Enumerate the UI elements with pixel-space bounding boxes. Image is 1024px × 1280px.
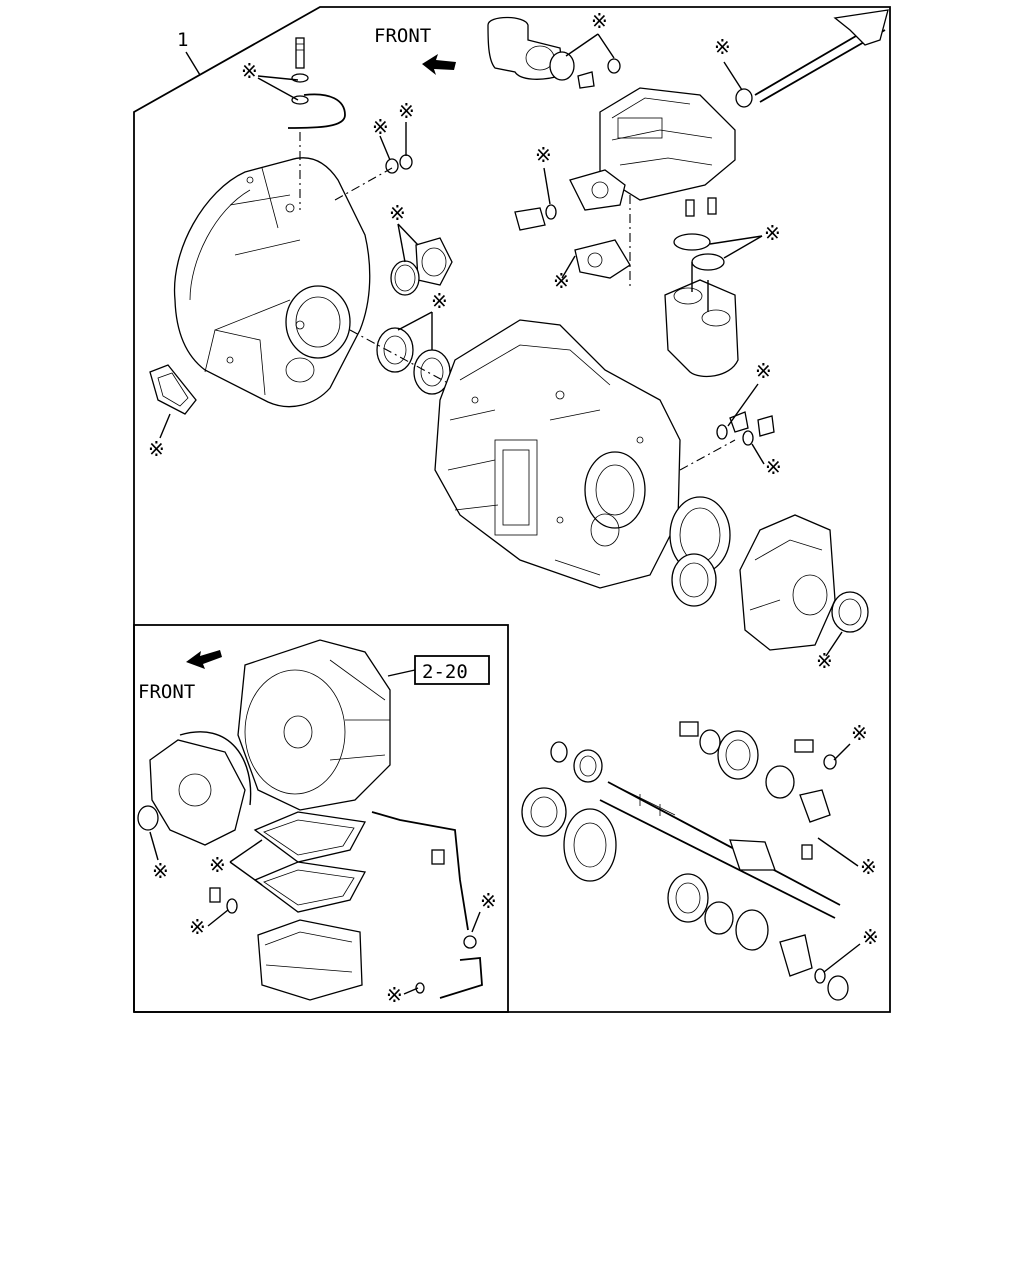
reference-mark: ※ [148,437,165,461]
reference-mark: ※ [241,59,258,83]
inset-gaskets [253,811,367,913]
reference-marks: ※ ※ ※ ※ ※ ※ ※ ※ ※ ※ ※ ※ ※ ※ ※ ※ [148,9,879,1007]
shift-block-housing [514,87,736,290]
bearings [521,721,795,951]
drain-plugs [716,411,775,446]
reference-mark: ※ [816,649,833,673]
reference-mark: ※ [480,889,497,913]
rear-cover [739,514,869,651]
outer-frame [133,6,891,1013]
reference-box: 2-20 [387,655,490,685]
reference-mark: ※ [553,269,570,293]
reference-mark: ※ [152,859,169,883]
actuator-cylinder [664,262,739,378]
reference-mark: ※ [862,925,879,949]
clutch-housing [173,157,371,408]
reference-mark: ※ [389,201,406,225]
reference-mark: ※ [386,983,403,1007]
front-arrow-inset [186,650,222,669]
inset-frame [133,624,509,1013]
reference-mark: ※ [714,35,731,59]
reference-mark: ※ [189,915,206,939]
front-arrow-top [422,54,456,75]
inset-housing [237,639,391,811]
rear-gaskets [669,496,731,607]
oil-pipe [287,37,346,210]
o-rings [673,233,725,271]
output-flange [779,739,849,1001]
inset-front-cover [137,731,252,846]
reference-mark: ※ [431,289,448,313]
svg-text:2-20: 2-20 [422,661,468,683]
transmission-case [434,319,681,589]
inset-oil-pipe [371,811,483,999]
gear [563,730,759,882]
reference-mark: ※ [372,115,389,139]
inspection-cover [149,364,197,439]
oil-seal [349,327,471,396]
reference-mark: ※ [851,721,868,745]
washer [399,154,413,170]
reference-mark: ※ [765,455,782,479]
reference-mark: ※ [755,359,772,383]
reference-mark: ※ [535,143,552,167]
pins [685,197,717,217]
reference-mark: ※ [764,221,781,245]
front-label-top: FRONT [374,25,431,47]
main-shaft [599,781,841,919]
reference-mark: ※ [860,855,877,879]
reference-mark: ※ [209,853,226,877]
gasket [390,237,453,296]
inset-oil-pan [209,887,363,1001]
reference-mark: ※ [398,99,415,123]
callout-number: 1 [177,29,188,51]
shift-shaft [735,9,889,108]
shift-actuator [487,16,621,89]
reference-mark: ※ [591,9,608,33]
front-label-inset: FRONT [138,681,195,703]
callout-leader [185,51,201,76]
